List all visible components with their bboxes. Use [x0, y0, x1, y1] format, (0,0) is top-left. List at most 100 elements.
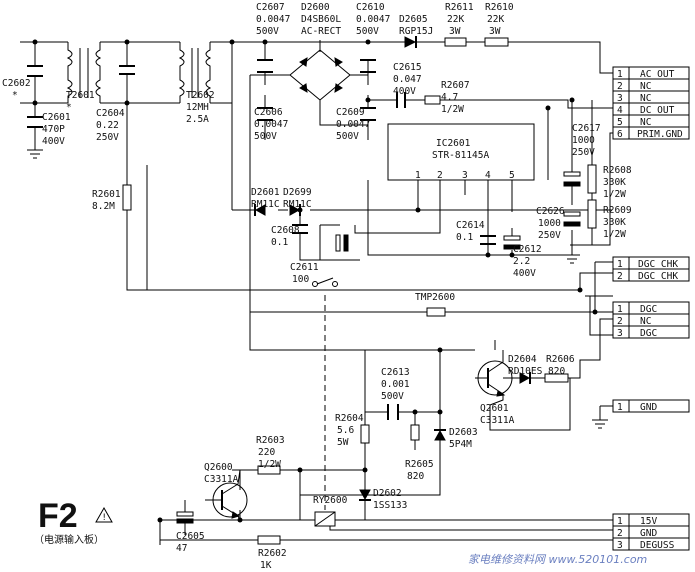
resistor-symbol [122, 184, 132, 211]
label-r2608: R2608 [603, 165, 632, 176]
label-q2600: Q2600 [204, 462, 233, 473]
label-t2601-mark: * [66, 102, 72, 113]
label-c2609: C2609 [336, 107, 365, 118]
label-c2614: C2614 [456, 220, 485, 231]
label-c2606-v2: 500V [254, 131, 277, 142]
label-c2626-v2: 250V [538, 230, 561, 241]
connector-pin-label: GND [640, 528, 657, 539]
connector-pin-num: 2 [617, 271, 623, 282]
label-t2601: T2601 [66, 90, 95, 101]
label-q2601-v1: C3311A [480, 415, 515, 426]
electrolytic-capacitor-symbol [503, 235, 521, 250]
label-r2611-v2: 3W [449, 26, 461, 37]
connector-pin-label: DGC CHK [638, 271, 678, 282]
label-c2605: C2605 [176, 531, 205, 542]
connector-pin-num: 4 [617, 105, 623, 116]
electrolytic-capacitor-symbol [319, 224, 349, 260]
wires [20, 40, 613, 545]
connector-pin-num: 1 [617, 69, 623, 80]
relay-coil-slash [314, 511, 336, 527]
connector-pin-num: 2 [617, 528, 623, 539]
label-c2626-v1: 1000 [538, 218, 561, 229]
connector-pin-label: AC OUT [640, 69, 675, 80]
label-r2605: R2605 [405, 459, 434, 470]
label-r2611: R2611 [445, 2, 474, 13]
label-r2610: R2610 [485, 2, 514, 13]
label-r2610-v2: 3W [489, 26, 501, 37]
connector-pin-label: NC [640, 117, 651, 128]
ic-pin-5: 5 [509, 170, 515, 181]
label-r2601-v1: 8.2M [92, 201, 115, 212]
connector-pin-num: 1 [617, 259, 623, 270]
label-r2609: R2609 [603, 205, 632, 216]
label-r2606: R2606 [546, 354, 575, 365]
label-c2617-v2: 250V [572, 147, 595, 158]
connector-pin-num: 1 [617, 304, 623, 315]
label-d2600-v1: D4SB60L [301, 14, 341, 25]
relay-switch [312, 277, 338, 287]
label-r2607-v2: 1/2W [441, 104, 464, 115]
label-d2699: D2699 [283, 187, 312, 198]
diode-symbol [519, 372, 531, 384]
resistor-symbol [360, 424, 370, 444]
connector-pin-num: 2 [617, 316, 623, 327]
page-subtitle: （电源输入板） [34, 533, 104, 546]
connector-pin-label: NC [640, 81, 651, 92]
connector-pin-label: DGC [640, 328, 657, 339]
label-r2603-v2: 1/2W [258, 459, 281, 470]
label-c2602-mark: * [12, 90, 18, 101]
label-d2605-v1: RGP15J [399, 26, 433, 37]
label-c2609-v2: 500V [336, 131, 359, 142]
label-c2617-v1: 1000 [572, 135, 595, 146]
label-c2615-v2: 400V [393, 86, 416, 97]
capacitor-symbol [27, 116, 43, 128]
resistor-symbol [424, 95, 441, 105]
ic-pin-2: 2 [437, 170, 443, 181]
label-c2601-v2: 400V [42, 136, 65, 147]
label-c2605-v1: 47 [176, 543, 187, 554]
label-c2615: C2615 [393, 62, 422, 73]
label-c2626: C2626 [536, 206, 565, 217]
label-c2615-v1: 0.047 [393, 74, 422, 85]
label-r2605-v1: 820 [407, 471, 424, 482]
label-d2699-v1: RM11C [283, 199, 312, 210]
resistor-symbol [544, 373, 569, 383]
capacitor-symbol [387, 404, 399, 420]
label-c2611: C2611 [290, 262, 319, 273]
label-r2607-v1: 4.7 [441, 92, 458, 103]
label-c2610-v1: 0.0047 [356, 14, 390, 25]
ground-icon [564, 254, 580, 264]
label-c2608: C2608 [271, 225, 300, 236]
connector-pin-num: 1 [617, 516, 623, 527]
connector-pin-num: 5 [617, 117, 623, 128]
label-r2602-v1: 1K [260, 560, 272, 571]
resistor-symbol [257, 535, 281, 545]
connector-pin-label: NC [640, 316, 651, 327]
label-d2602: D2602 [373, 488, 402, 499]
label-d2600-v2: AC-RECT [301, 26, 341, 37]
label-t2602: T2602 [186, 90, 215, 101]
ic-pin-1: 1 [415, 170, 421, 181]
transformer-t2602 [178, 42, 212, 103]
label-r2610-v1: 22K [487, 14, 504, 25]
bridge-rectifier [289, 49, 351, 101]
label-r2606-v1: 820 [548, 366, 565, 377]
electrolytic-capacitor-symbol [563, 211, 581, 227]
connector-main [612, 66, 690, 140]
label-r2609-v2: 1/2W [603, 229, 626, 240]
label-r2604-v1: 5.6 [337, 425, 354, 436]
label-c2601-v1: 470P [42, 124, 65, 135]
label-c2613-v1: 0.001 [381, 379, 410, 390]
connector-pin-num: 3 [617, 540, 623, 551]
label-c2606: C2606 [254, 107, 283, 118]
label-c2610-v2: 500V [356, 26, 379, 37]
capacitor-symbol [480, 235, 496, 245]
label-d2604: D2604 [508, 354, 537, 365]
label-r2602: R2602 [258, 548, 287, 559]
label-c2613: C2613 [381, 367, 410, 378]
label-c2612-v2: 400V [513, 268, 536, 279]
ic-pin-3: 3 [462, 170, 468, 181]
label-d2603: D2603 [449, 427, 478, 438]
capacitor-symbol [257, 59, 376, 121]
